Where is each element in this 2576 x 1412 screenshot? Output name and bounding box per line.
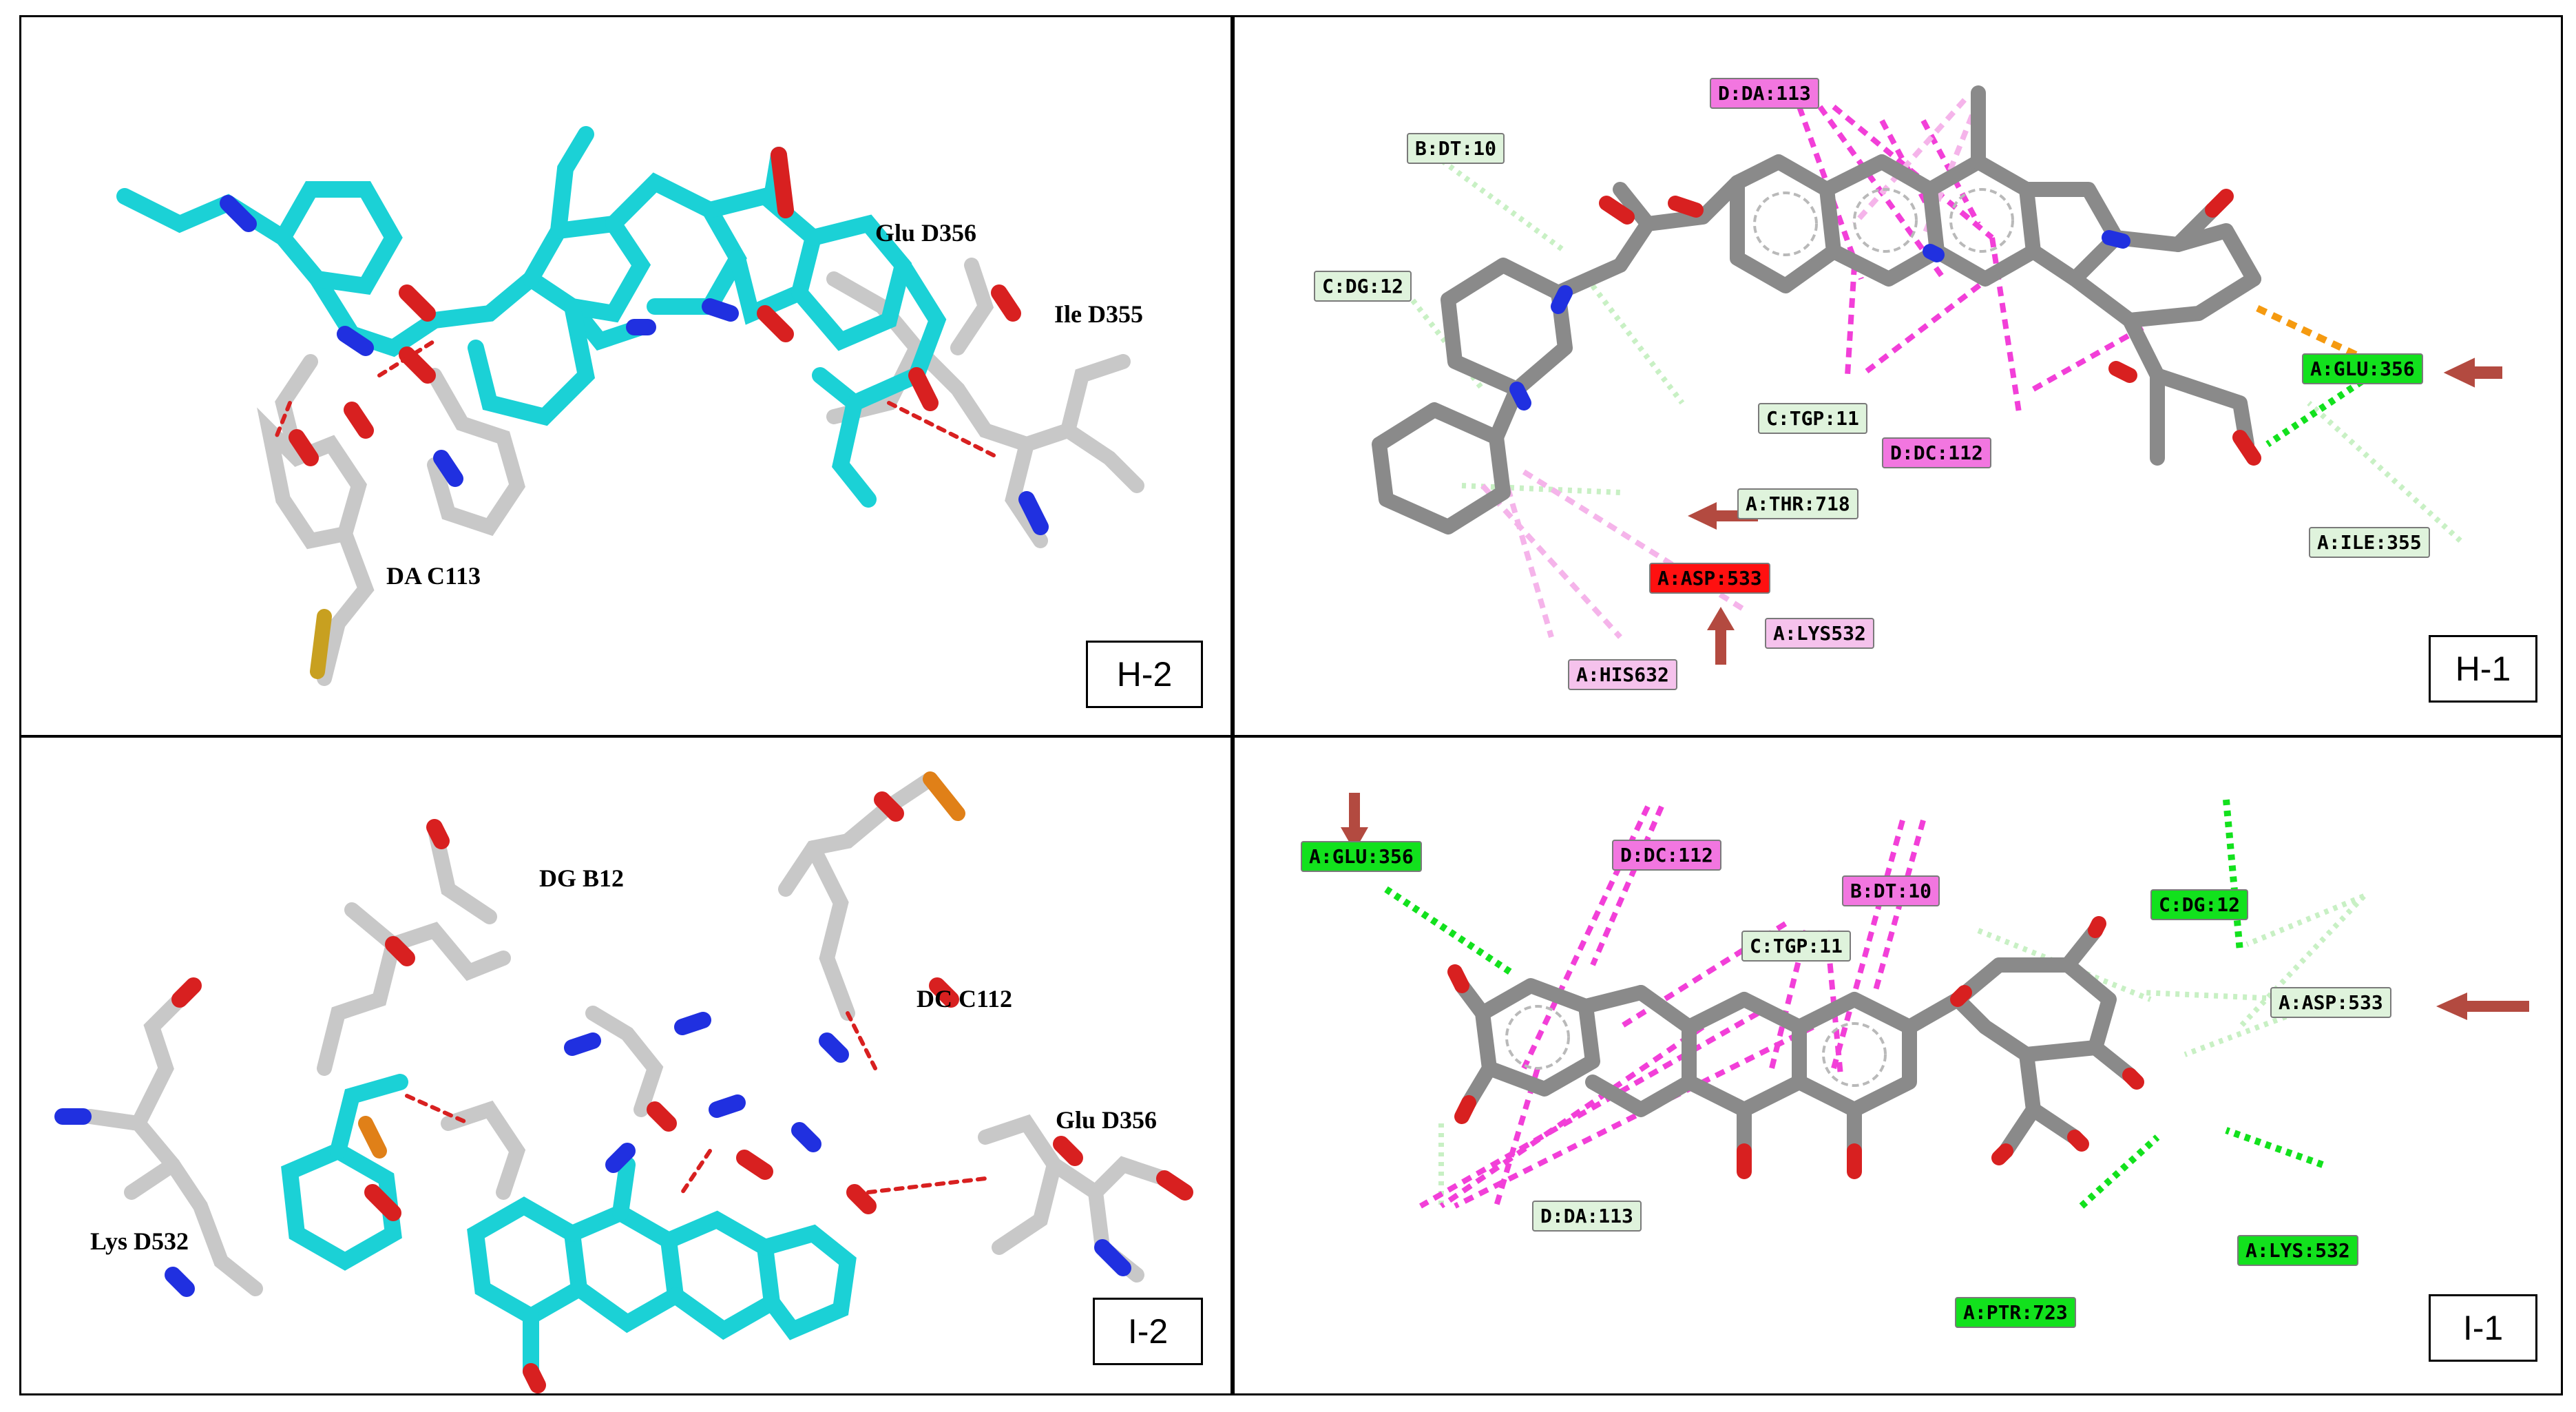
- h1-tag-a-thr-718: A:THR:718: [1737, 488, 1858, 519]
- i2-residue-glu-d356: Glu D356: [1056, 1106, 1158, 1134]
- i1-2d-diagram: [1341, 793, 2529, 1209]
- i1-tag-d-dc-112: D:DC:112: [1612, 840, 1721, 871]
- i2-residue-dg-b12: DG B12: [539, 864, 625, 892]
- i1-tag-d-da-113: D:DA:113: [1532, 1201, 1642, 1232]
- down-arrow-icon: [1341, 793, 1368, 851]
- panel-h1: D:DA:113 B:DT:10 C:DG:12 C:TGP:11 D:DC:1…: [1233, 15, 2563, 737]
- h1-tag-c-dg-12: C:DG:12: [1314, 271, 1412, 302]
- i2-residue-lys-d532: Lys D532: [90, 1227, 189, 1255]
- h2-residue-ile-d355: Ile D355: [1054, 300, 1143, 328]
- left-arrow-icon: [1688, 502, 1758, 530]
- h2-3d-structure: [116, 126, 1144, 686]
- h1-tag-a-his632: A:HIS632: [1568, 659, 1677, 690]
- panel-i1: A:GLU:356 D:DC:112 B:DT:10 C:TGP:11 C:DG…: [1233, 736, 2563, 1395]
- h1-tag-d-da-113: D:DA:113: [1710, 78, 1819, 109]
- i1-tag-a-ptr-723: A:PTR:723: [1955, 1297, 2076, 1328]
- h1-tag-a-lys532: A:LYS532: [1765, 618, 1874, 649]
- h1-tag-a-asp-533: A:ASP:533: [1649, 563, 1770, 594]
- i2-3d-structure: [54, 771, 1193, 1393]
- panel-label-i2: I-2: [1093, 1298, 1203, 1365]
- i2-residue-dc-c112: DC C112: [917, 985, 1013, 1013]
- i1-tag-a-asp-533: A:ASP:533: [2270, 987, 2391, 1018]
- left-arrow-icon: [2443, 357, 2502, 388]
- h2-residue-glu-d356: Glu D356: [875, 219, 977, 247]
- i1-tag-c-dg-12: C:DG:12: [2150, 889, 2249, 920]
- i1-tag-b-dt-10: B:DT:10: [1842, 875, 1940, 906]
- panel-label-i1: I-1: [2429, 1294, 2537, 1362]
- up-arrow-icon: [1707, 607, 1735, 665]
- i1-tag-c-tgp-11: C:TGP:11: [1741, 931, 1851, 962]
- panel-label-h2: H-2: [1086, 641, 1203, 708]
- i1-tag-a-lys-532: A:LYS:532: [2237, 1235, 2358, 1266]
- h1-tag-c-tgp-11: C:TGP:11: [1758, 403, 1867, 434]
- left-arrow-icon: [2436, 993, 2529, 1020]
- i1-tag-a-glu-356: A:GLU:356: [1301, 841, 1422, 872]
- panel-label-h1: H-1: [2429, 635, 2537, 703]
- h1-tag-d-dc-112: D:DC:112: [1882, 437, 1991, 468]
- h1-tag-b-dt-10: B:DT:10: [1407, 133, 1505, 164]
- h1-tag-a-glu-356: A:GLU:356: [2302, 353, 2423, 384]
- panel-h2: Glu D356 Ile D355 DA C113 H-2: [19, 15, 1233, 737]
- h1-tag-a-ile-355: A:ILE:355: [2309, 527, 2430, 558]
- h2-residue-da-c113: DA C113: [386, 562, 481, 590]
- panel-i2: DG B12 DC C112 Glu D356 Lys D532 I-2: [19, 736, 1233, 1395]
